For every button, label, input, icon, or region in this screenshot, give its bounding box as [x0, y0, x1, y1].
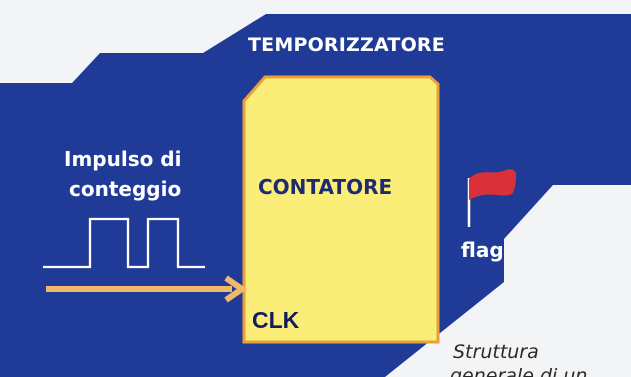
pulse-label-line1: Impulso di — [64, 147, 182, 171]
pulse-waveform — [43, 217, 205, 269]
clock-input-arrowhead — [224, 275, 248, 303]
pulse-label-line2: conteggio — [69, 177, 182, 201]
caption-line2: generale di un — [450, 365, 588, 377]
flag-icon — [469, 169, 516, 200]
clk-label: CLK — [252, 307, 300, 333]
flag-label: flag — [461, 238, 504, 262]
timer-title: TEMPORIZZATORE — [248, 34, 445, 56]
caption-line1: Struttura — [453, 341, 539, 363]
counter-block — [242, 75, 440, 344]
counter-label: CONTATORE — [258, 175, 393, 199]
